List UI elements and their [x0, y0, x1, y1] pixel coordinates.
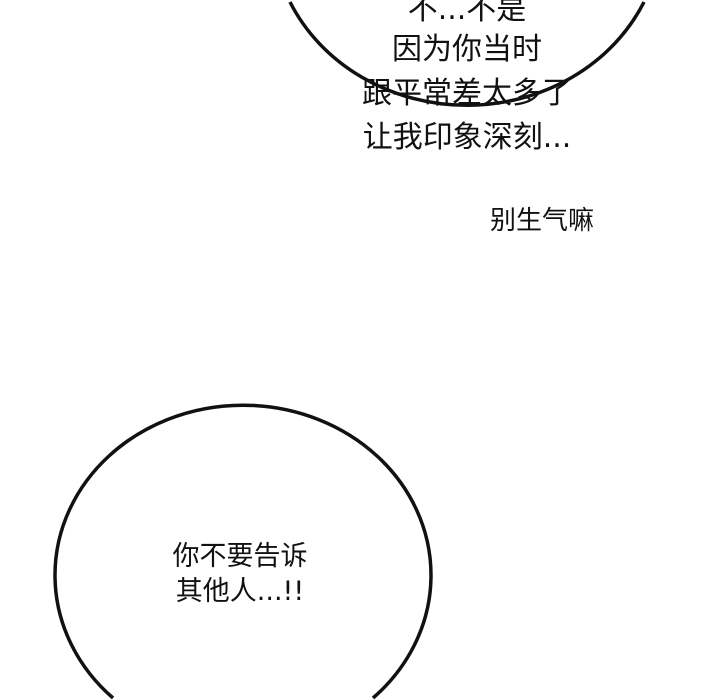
speech-bubble-bottom: [53, 403, 433, 700]
bubble-top-line-4: 让我印象深刻...: [362, 120, 572, 155]
bubble-top-line-1: 不...不是: [407, 0, 527, 27]
bubble-top-line-2: 因为你当时: [392, 32, 542, 67]
aside-text: 别生气嘛: [488, 200, 597, 237]
bubble-top-line-3: 跟平常差太多了: [362, 76, 572, 111]
bubble-bottom-line-1: 你不要告诉: [172, 541, 308, 572]
speech-bubble-top: [288, 1, 646, 107]
bubble-bottom-line-2: 其他人...!!: [175, 576, 305, 607]
